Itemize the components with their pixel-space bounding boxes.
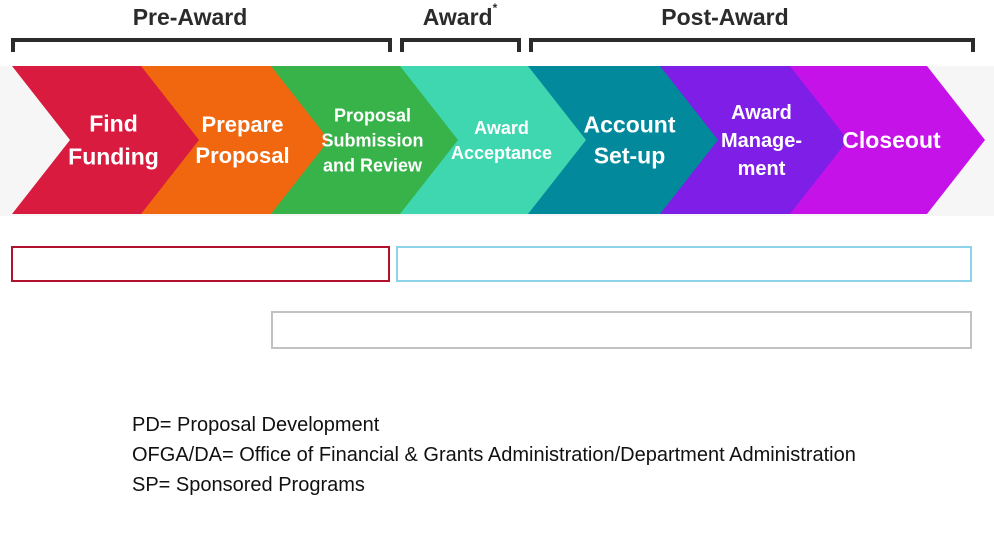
- chevron-label-line: Set-up: [594, 143, 666, 169]
- chevron-award-acceptance: [400, 66, 595, 214]
- chevron-label-line: Proposal: [334, 105, 411, 125]
- bracket-pre-award: [11, 38, 392, 52]
- legend: PD= Proposal Development OFGA/DA= Office…: [132, 410, 856, 500]
- bracket-post-award: [529, 38, 975, 52]
- chevron-label-line: Proposal: [195, 143, 289, 168]
- chevron-label-line: Award: [731, 102, 792, 124]
- chevron-label-line: Account: [584, 112, 676, 138]
- chevron-find-funding: [12, 66, 207, 214]
- chevron-label-line: Prepare: [202, 112, 284, 137]
- legend-item-pd: PD= Proposal Development: [132, 414, 380, 436]
- bar-pd: PD: [11, 246, 390, 282]
- bar-ofga-da: OFGA / DA: [396, 246, 972, 282]
- chevron-label-line: Find: [89, 111, 138, 137]
- phase-brackets: [11, 38, 975, 52]
- chevron-label-line: Award: [474, 118, 529, 138]
- phase-label-award-text: Award: [422, 4, 493, 30]
- chevron-account-setup: [528, 66, 723, 214]
- legend-item-sp: SP= Sponsored Programs: [132, 474, 365, 496]
- chevron-label-line: Acceptance: [451, 143, 552, 163]
- chevron-closeout: [790, 66, 985, 214]
- chevron-label-line: Submission: [321, 130, 423, 150]
- phase-label-post-award: Post-Award: [661, 4, 789, 30]
- bar-pd-label: PD: [184, 251, 217, 276]
- award-footnote-marker: *: [492, 1, 498, 16]
- chevron-proposal-submission: [271, 66, 466, 214]
- bar-ofga-da-label: OFGA / DA: [623, 251, 745, 276]
- bracket-award: [400, 38, 521, 52]
- chevron-label-line: ment: [738, 158, 786, 180]
- chevron-label-closeout: Closeout: [842, 127, 941, 153]
- chevron-label-line: and Review: [323, 155, 423, 175]
- legend-item-ofga-da: OFGA/DA= Office of Financial & Grants Ad…: [132, 444, 856, 466]
- bar-sp-label: SP: [605, 317, 638, 342]
- chevron-label-line: Manage-: [721, 130, 802, 152]
- chevron-label-line: Closeout: [842, 127, 941, 153]
- chevron-prepare-proposal: [141, 66, 336, 214]
- bar-sp: SP: [271, 311, 972, 349]
- phase-label-award: Award*: [405, 1, 515, 31]
- chevron-label-line: Funding: [68, 144, 159, 170]
- phase-label-pre-award: Pre-Award: [132, 4, 248, 30]
- chevron-award-management: [660, 66, 855, 214]
